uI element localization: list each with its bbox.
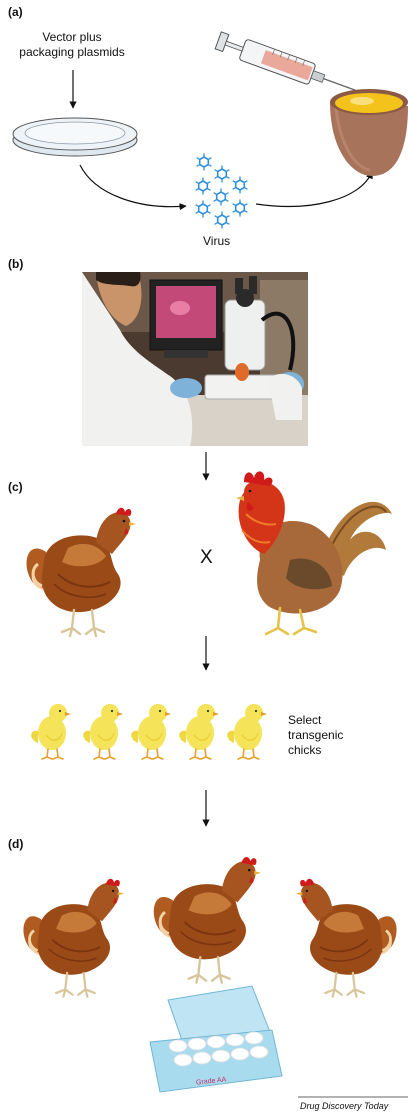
chick-icon	[179, 704, 219, 759]
chick-icon	[83, 704, 123, 759]
source-credit: Drug Discovery Today	[300, 1101, 388, 1111]
plasmids-label-line2: packaging plasmids	[8, 45, 136, 60]
panel-c-label: (c)	[8, 480, 23, 494]
select-chicks-line2: transgenic	[288, 728, 343, 743]
select-chicks-line1: Select	[288, 713, 343, 728]
virus-icon	[196, 154, 248, 229]
hen-icon	[23, 879, 124, 997]
hen-icon	[154, 857, 261, 983]
panel-b-label: (b)	[8, 257, 23, 271]
select-chicks-line3: chicks	[288, 743, 343, 758]
plasmids-label: Vector plus packaging plasmids	[8, 30, 136, 60]
select-chicks-label: Select transgenic chicks	[288, 713, 343, 758]
panel-a-label: (a)	[8, 5, 23, 19]
hen-icon	[27, 508, 136, 636]
panel-d-label: (d)	[8, 837, 23, 851]
cross-symbol: X	[200, 547, 213, 569]
hen-icon	[296, 879, 397, 997]
chick-icon	[31, 704, 71, 759]
microscope-photo	[82, 272, 308, 446]
chick-icon	[227, 704, 267, 759]
chick-icon	[131, 704, 171, 759]
egg-icon	[330, 89, 408, 176]
petri-dish-icon	[13, 118, 137, 156]
plasmids-label-line1: Vector plus	[8, 30, 136, 45]
egg-carton-icon	[150, 986, 282, 1092]
syringe-icon	[214, 30, 359, 101]
virus-label: Virus	[203, 234, 230, 249]
rooster-icon	[236, 471, 392, 634]
